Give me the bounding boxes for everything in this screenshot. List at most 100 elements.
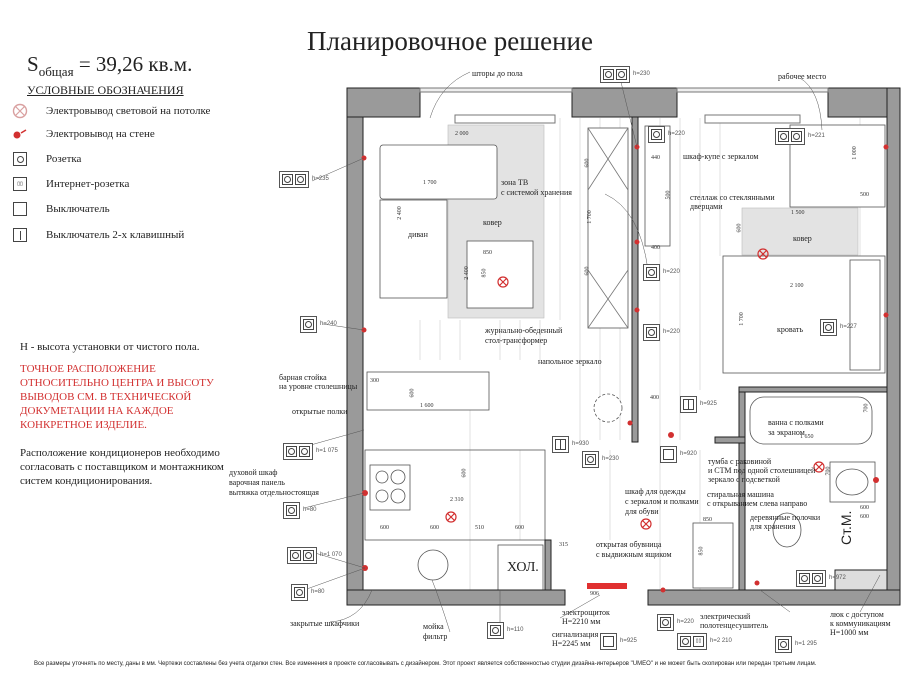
legend-item: Электровывод на стене	[10, 128, 155, 140]
label-curtains: шторы до пола	[472, 69, 523, 78]
outlet-box	[660, 446, 677, 463]
desk	[789, 124, 886, 208]
dimension-label: 1 600	[420, 403, 434, 409]
page-title: Планировочное решение	[307, 26, 593, 56]
outlet-box	[600, 633, 617, 650]
label-bed: кровать	[777, 325, 804, 334]
dimension-label: 600	[461, 468, 468, 478]
outlet-box	[796, 570, 826, 587]
outlet-height: h=235	[312, 176, 329, 182]
label-oven-3: вытяжка отдельностоящая	[229, 488, 319, 497]
label-workplace: рабочее место	[778, 72, 827, 81]
electrical-panel	[587, 583, 627, 589]
label-towel-dryer: электрический	[700, 612, 751, 621]
outlet-height: h=972	[829, 575, 846, 581]
double-switch-icon	[555, 439, 566, 450]
outlet-height: h=930	[572, 441, 589, 447]
dimension-label: 440	[651, 155, 660, 161]
legend-label: Розетка	[46, 153, 82, 165]
outlet-height: h=1 075	[316, 448, 338, 454]
label-panel: электрощиток	[562, 608, 610, 617]
dimension-label: 1 000	[851, 146, 858, 160]
socket-icon	[812, 573, 823, 584]
label-alarm: сигнализация	[552, 630, 599, 639]
socket-icon	[10, 152, 30, 166]
outlet-box	[600, 66, 630, 83]
switch-icon	[10, 202, 30, 216]
height-note: Н - высота установки от чистого пола.	[20, 341, 200, 353]
socket-icon	[646, 327, 657, 338]
outlet-box	[643, 264, 660, 281]
label-mirror: напольное зеркало	[538, 357, 602, 366]
leader-lines	[299, 71, 881, 633]
label-panel-2: H=2210 мм	[562, 617, 601, 626]
dimension-label: 850	[483, 250, 492, 256]
socket-icon	[603, 69, 614, 80]
double-switch-icon	[10, 228, 30, 242]
socket-icon	[616, 69, 627, 80]
socket-icon	[294, 587, 305, 598]
legend-title: УСЛОВНЫЕ ОБОЗНАЧЕНИЯ	[27, 83, 184, 97]
outlet-box	[582, 451, 599, 468]
dimension-label: 850	[481, 268, 488, 278]
socket-icon	[778, 131, 789, 142]
dimension-label: 700	[825, 466, 832, 476]
outlet-height: h=240	[320, 321, 337, 327]
ceiling-light-icon	[10, 103, 30, 119]
internet-socket-icon: ▯▯	[693, 636, 704, 647]
outlet-box	[775, 128, 805, 145]
bar-counter	[366, 371, 490, 411]
socket-icon	[295, 174, 306, 185]
sofa-seat	[379, 199, 448, 299]
tv-storage	[587, 127, 629, 329]
label-closet-3: для обуви	[625, 507, 659, 516]
legend-label: Электровывод световой на потолке	[46, 105, 211, 117]
outlet-box	[680, 396, 697, 413]
dimension-label: 600	[515, 525, 524, 531]
label-table: журнально-обеденный	[485, 326, 563, 335]
footer-disclaimer: Все размеры уточнять по месту, даны в мм…	[34, 661, 817, 667]
socket-icon	[823, 322, 834, 333]
label-open-shelves: открытые полки	[292, 407, 348, 416]
outlet-height: h=220	[668, 131, 685, 137]
label-oven: духовой шкаф	[229, 468, 278, 477]
outlet-height: h=1 295	[795, 641, 817, 647]
outlet-height: h=230	[633, 71, 650, 77]
dimension-label: 1 650	[800, 434, 814, 440]
label-washing-machine: Ст.М.	[838, 510, 854, 545]
dimension-label: 600	[860, 514, 869, 520]
ac-note: Расположение кондиционеров необходимо со…	[20, 447, 224, 487]
outlet-height: h=920	[680, 451, 697, 457]
label-bath: ванна с полками	[768, 418, 824, 427]
dimension-label: 510	[475, 525, 484, 531]
walls	[346, 87, 901, 606]
outlet-box	[300, 316, 317, 333]
outlet-height: h=230	[602, 456, 619, 462]
outlet-height: h=80	[311, 589, 325, 595]
outlet-box	[643, 324, 660, 341]
outlet-box	[283, 443, 313, 460]
label-hatch: люк с доступом	[830, 610, 884, 619]
wall-outlet-icon	[10, 128, 30, 140]
label-closet: шкаф для одежды	[625, 487, 686, 496]
internet-socket-icon: ▯▯	[10, 177, 30, 191]
bathtub	[749, 396, 873, 445]
outlet-box	[820, 319, 837, 336]
outlet-height: h=925	[700, 401, 717, 407]
coffee-table	[466, 240, 534, 309]
dimension-label: 906	[590, 591, 599, 597]
furniture	[364, 124, 886, 591]
legend-label: Интернет-розетка	[46, 178, 130, 190]
dimension-label: 2 100	[790, 283, 804, 289]
legend-label: Выключатель	[46, 203, 110, 215]
dimension-label: 850	[703, 517, 712, 523]
closet	[692, 522, 734, 589]
label-vanity-2: и СТМ под одной столешницей	[708, 466, 816, 475]
dimension-label: 500	[665, 190, 672, 200]
socket-icon	[490, 625, 501, 636]
label-washer-2: с открыванием слева направо	[707, 499, 808, 508]
warning-note: ТОЧНОЕ РАСПОЛОЖЕНИЕ ОТНОСИТЕЛЬНО ЦЕНТРА …	[20, 363, 214, 431]
label-tv-zone: зона ТВ	[501, 178, 529, 187]
socket-icon	[290, 550, 301, 561]
